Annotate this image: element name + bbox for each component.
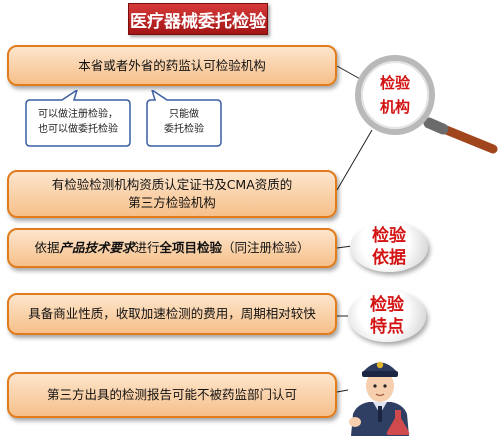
box2-line1: 有检验检测机构资质认定证书及CMA资质的 (51, 177, 293, 192)
box-provincial-labs: 本省或者外省的药监认可检验机构 (7, 45, 337, 86)
pill-features-line2: 特点 (370, 317, 404, 337)
pill-basis-line1: 检验 (372, 226, 406, 246)
callout-left-line2: 也可以做委托检验 (38, 124, 118, 135)
magnifier-label: 检验 机构 (355, 55, 435, 135)
box-features: 具备商业性质，收取加速检测的费用，周期相对较快 (7, 293, 337, 335)
callout-right: 只能做 委托检验 (143, 90, 225, 148)
connector-box3-pill (336, 245, 353, 249)
box3-full-test: 全项目检验 (159, 240, 223, 255)
box-testing-basis: 依据产品技术要求进行全项目检验（同注册检验） (7, 228, 337, 268)
connector-box5-image (336, 389, 349, 393)
box3-post: （同注册检验） (222, 240, 310, 255)
connector-box1-magnifier (336, 65, 363, 81)
page-title: 医疗器械委托检验 (128, 3, 268, 35)
pill-features-line1: 检验 (370, 295, 404, 315)
box3-mid: 进行 (134, 240, 160, 255)
pill-testing-features: 检验 特点 (348, 290, 426, 342)
magnifier-line1: 检验 (379, 74, 410, 92)
police-officer-icon (349, 361, 410, 436)
callout-right-line1: 只能做 (169, 109, 199, 120)
box3-product-requirements: 产品技术要求 (59, 240, 135, 255)
callout-left-line1: 可以做注册检验， (38, 109, 118, 120)
box-third-party-labs: 有检验检测机构资质认定证书及CMA资质的 第三方检验机构 (7, 170, 337, 218)
connector-box2-magnifier (336, 129, 373, 191)
magnifier-line2: 机构 (379, 98, 410, 116)
callout-right-line2: 委托检验 (164, 124, 204, 135)
box3-pre: 依据 (34, 240, 60, 255)
pill-basis-line2: 依据 (372, 248, 406, 268)
box-report-notice: 第三方出具的检测报告可能不被药监部门认可 (7, 372, 337, 418)
pill-testing-basis: 检验 依据 (350, 222, 428, 272)
box2-line2: 第三方检验机构 (128, 195, 216, 210)
callout-left: 可以做注册检验， 也可以做委托检验 (22, 90, 134, 148)
